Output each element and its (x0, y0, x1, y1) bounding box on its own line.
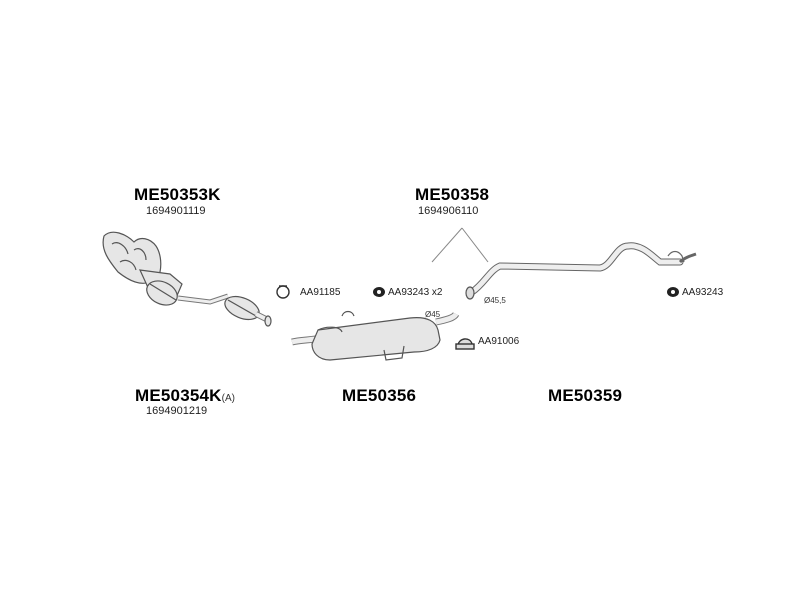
part-code-me50353k: ME50353K (134, 185, 221, 204)
part-code-me50354k: ME50354K (135, 386, 222, 405)
part-code-me50359: ME50359 (548, 386, 623, 405)
dimension-label-45-5: Ø45,5 (484, 296, 506, 305)
clamp-aa91185-icon (276, 285, 290, 299)
part-code-me50358: ME50358 (415, 185, 490, 204)
part-ref-me50358: 1694906110 (418, 205, 479, 217)
rear-pipe-illustration (465, 242, 697, 300)
middle-silencer-illustration (291, 310, 460, 361)
clamp-aa91006-icon (455, 338, 475, 350)
accessory-label-aa93243: AA93243 (682, 287, 724, 298)
accessory-label-aa91006: AA91006 (478, 336, 520, 347)
accessory-label-aa93243-x2: AA93243 x2 (388, 287, 443, 298)
part-label-me50354k: ME50354K(A) (135, 386, 235, 406)
part-code-me50356: ME50356 (342, 386, 417, 405)
rubber-mount-icon (373, 287, 385, 297)
dimension-label-45: Ø45 (425, 310, 441, 319)
part-ref-me50354k: 1694901219 (146, 405, 208, 417)
manifold-catalyst-illustration (102, 231, 272, 327)
leader-lines (431, 227, 489, 263)
rubber-mount-icon (667, 287, 679, 297)
accessory-label-aa91185: AA91185 (300, 287, 341, 298)
part-ref-me50353k: 1694901119 (146, 205, 206, 217)
part-suffix-me50354k: (A) (221, 393, 235, 404)
